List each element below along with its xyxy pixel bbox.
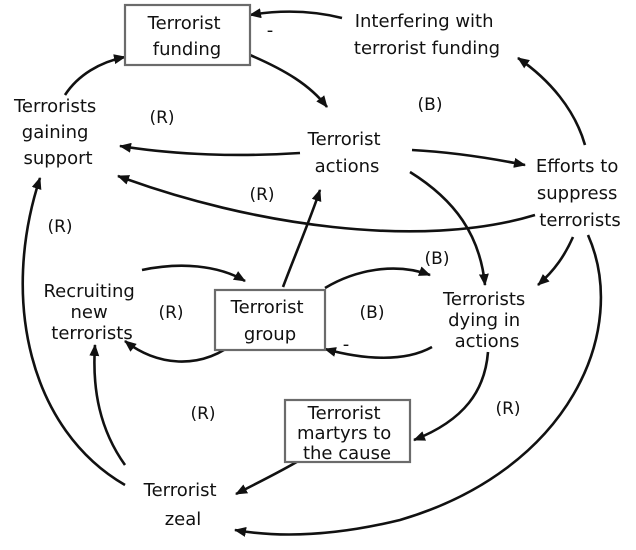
polarity-sign-group: - [343,334,350,355]
edge-interfering-to-funding [249,8,343,20]
loop-label-r3: (R) [47,217,72,237]
edge-support-to-funding [63,54,126,96]
loop-label-b2: (B) [425,249,450,269]
edge-group-to-actions [281,189,322,288]
node-efforts-to-suppress-terrorists: Efforts to suppress terrorists [536,156,624,231]
node-terrorist-actions: Terrorist actions [307,129,387,177]
loop-label-b1: (B) [418,95,443,115]
node-terrorist-funding: Terrorist funding [147,13,227,60]
edge-group-to-dying [324,266,431,290]
edge-actions-to-dying [409,170,489,286]
loop-label-r6: (R) [495,399,520,419]
terrorist-funding-box [123,3,252,67]
loop-label-r1: (R) [149,108,174,128]
polarity-sign-funding: - [267,20,274,41]
node-terrorists-dying-in-actions: Terrorists dying in actions [442,289,531,352]
edge-dying-to-martyrs [413,351,490,442]
edge-actions-to-efforts [411,148,526,168]
edge-zeal-to-recruiting [89,344,127,466]
loop-label-r5: (R) [190,404,215,424]
edge-efforts-to-interfering [517,56,587,146]
edge-efforts-to-support [117,174,536,233]
node-terrorist-zeal: Terrorist zeal [143,480,223,530]
loop-label-b3: (B) [360,303,385,323]
edge-recruiting-to-group [141,264,246,283]
node-recruiting-new-terrorists: Recruiting new terrorists [43,281,140,344]
edge-efforts-to-dying [537,236,575,286]
edge-efforts-to-zeal [234,234,603,537]
edge-zeal-to-support [21,177,126,487]
loop-label-r4: (R) [158,303,183,323]
node-terrorists-gaining-support: Terrorists gaining support [13,96,102,169]
node-interfering-with-terrorist-funding: Interfering with terrorist funding [354,11,500,59]
edge-actions-to-support [119,142,301,157]
terrorist-group-box [213,288,327,352]
edge-martyrs-to-zeal [235,458,301,496]
node-terrorist-group: Terrorist group [230,297,310,345]
edge-dying-to-group [324,345,433,359]
edge-funding-to-actions [249,53,329,108]
node-terrorist-martyrs-to-the-cause: Terrorist martyrs to the cause [297,403,397,464]
terrorist-martyrs-box [283,398,412,464]
loop-label-r2: (R) [249,185,274,205]
